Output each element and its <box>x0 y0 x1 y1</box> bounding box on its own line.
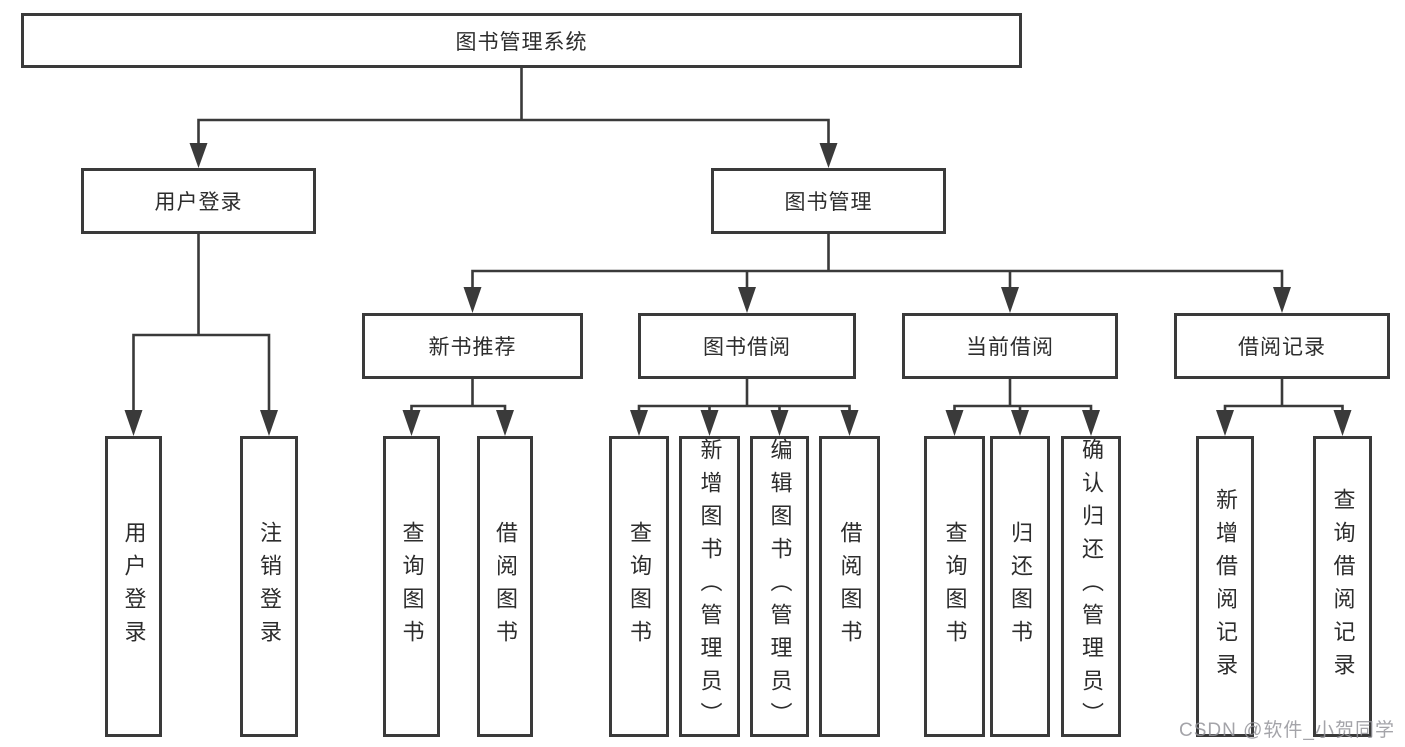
leaf-borrow-edit-book-admin-label: 编辑图书（管理员） <box>767 438 793 735</box>
node-user-login-label: 用户登录 <box>154 191 243 214</box>
leaf-newbook-query-book: 查询图书 <box>383 436 440 737</box>
node-root: 图书管理系统 <box>21 13 1022 68</box>
leaf-current-return-book-label: 归还图书 <box>1008 520 1033 653</box>
leaf-records-query-record-label: 查询借阅记录 <box>1330 487 1356 686</box>
leaf-borrow-borrow-book: 借阅图书 <box>819 436 880 737</box>
leaf-borrow-query-book: 查询图书 <box>609 436 669 737</box>
leaf-records-query-record: 查询借阅记录 <box>1313 436 1372 737</box>
leaf-newbook-query-book-label: 查询图书 <box>399 520 425 653</box>
leaf-logout: 注销登录 <box>240 436 298 737</box>
leaf-current-confirm-return-admin-label: 确认归还（管理员） <box>1079 438 1104 735</box>
leaf-borrow-borrow-book-label: 借阅图书 <box>837 520 863 653</box>
connector-root-to-level1 <box>189 66 838 168</box>
leaf-borrow-add-book-admin-label: 新增图书（管理员） <box>697 438 723 735</box>
node-root-label: 图书管理系统 <box>455 30 588 54</box>
connector-current-borrow-to-leaves <box>945 377 1100 436</box>
connector-user-login-to-leaves <box>124 232 278 436</box>
node-book-borrow: 图书借阅 <box>638 313 856 379</box>
leaf-newbook-borrow-book-label: 借阅图书 <box>493 520 518 653</box>
connector-borrow-records-to-leaves <box>1216 377 1352 436</box>
node-current-borrow-label: 当前借阅 <box>966 336 1054 359</box>
leaf-borrow-edit-book-admin: 编辑图书（管理员） <box>750 436 809 737</box>
leaf-current-query-book: 查询图书 <box>924 436 985 737</box>
leaf-records-add-record-label: 新增借阅记录 <box>1213 487 1238 686</box>
leaf-current-query-book-label: 查询图书 <box>942 520 968 653</box>
watermark: CSDN @软件_小贺同学 <box>1179 720 1395 741</box>
leaf-user-login: 用户登录 <box>105 436 162 737</box>
node-user-login: 用户登录 <box>81 168 316 234</box>
node-current-borrow: 当前借阅 <box>902 313 1118 379</box>
leaf-current-return-book: 归还图书 <box>990 436 1050 737</box>
leaf-user-login-label: 用户登录 <box>121 520 147 653</box>
connector-book-management-to-level2 <box>463 232 1291 313</box>
connector-new-book-recommend-to-leaves <box>402 377 514 436</box>
node-new-book-recommend: 新书推荐 <box>362 313 583 379</box>
leaf-borrow-add-book-admin: 新增图书（管理员） <box>679 436 740 737</box>
node-book-management: 图书管理 <box>711 168 946 234</box>
node-borrow-records-label: 借阅记录 <box>1238 336 1326 359</box>
leaf-current-confirm-return-admin: 确认归还（管理员） <box>1061 436 1121 737</box>
node-book-management-label: 图书管理 <box>784 191 873 214</box>
leaf-newbook-borrow-book: 借阅图书 <box>477 436 533 737</box>
node-book-borrow-label: 图书借阅 <box>703 336 791 359</box>
node-borrow-records: 借阅记录 <box>1174 313 1390 379</box>
leaf-records-add-record: 新增借阅记录 <box>1196 436 1254 737</box>
leaf-borrow-query-book-label: 查询图书 <box>627 520 652 653</box>
connector-book-borrow-to-leaves <box>630 377 859 436</box>
node-new-book-recommend-label: 新书推荐 <box>428 336 517 359</box>
leaf-logout-label: 注销登录 <box>257 520 282 653</box>
